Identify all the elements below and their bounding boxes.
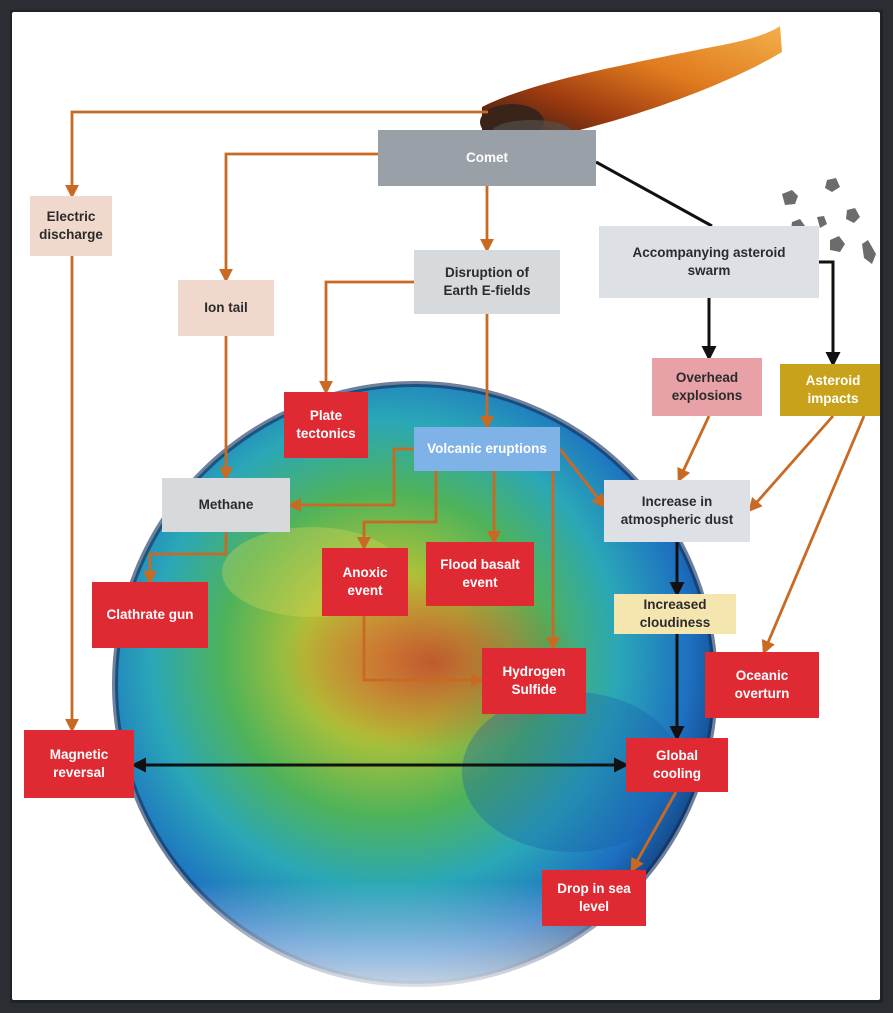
arrow-comet-to-electric-discharge — [65, 110, 488, 199]
arrow-impacts-to-oceanic — [761, 415, 866, 655]
arrow-comet-to-asteroid-swarm — [595, 160, 713, 228]
arrow-methane-to-clathrate — [143, 532, 228, 585]
arrow-impacts-to-dust — [748, 415, 835, 513]
arrow-disruption-to-plate-tectonics — [319, 280, 414, 395]
earth-globe-image — [12, 381, 880, 1000]
arrow-volcanic-to-methane — [287, 447, 414, 512]
arrow-swarm-to-impacts — [819, 260, 841, 367]
arrow-volcanic-to-dust — [558, 448, 606, 509]
arrow-volcanic-to-anoxic — [357, 471, 438, 551]
arrow-anoxic-to-hydrogen-sulfide — [362, 616, 485, 687]
diagram-canvas: Comet Electric discharge Ion tail Disrup… — [12, 12, 880, 1000]
arrow-cooling-to-sea-level — [630, 791, 678, 873]
diagram-pictures — [12, 26, 880, 1000]
connector-arrows — [65, 110, 866, 873]
arrow-overhead-to-dust — [677, 415, 711, 483]
arrow-comet-to-ion-tail — [219, 152, 378, 283]
